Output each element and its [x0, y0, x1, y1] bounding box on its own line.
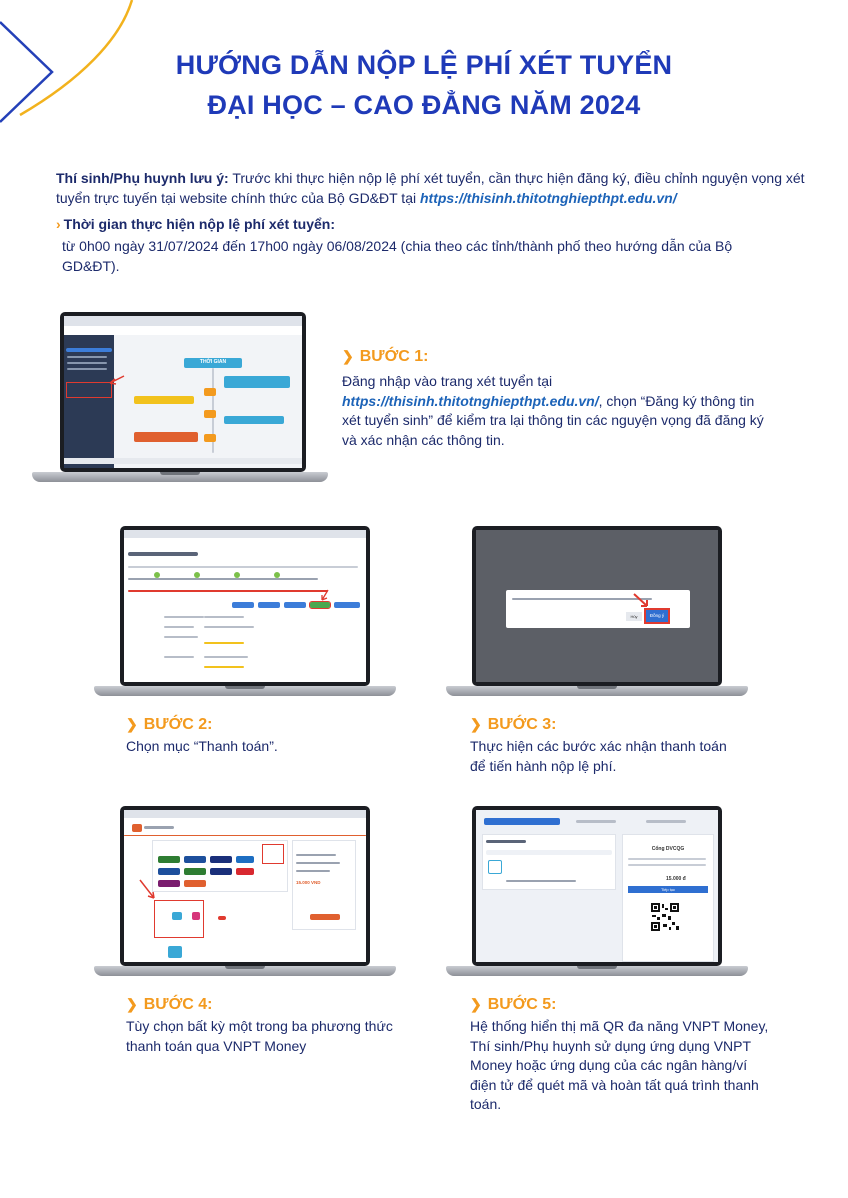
- step-1-link[interactable]: https://thisinh.thitotnghiepthpt.edu.vn/: [342, 392, 599, 409]
- qr-code-icon: [650, 902, 680, 932]
- step-2-text: Chọn mục “Thanh toán”.: [126, 738, 278, 754]
- step-3-heading: ❯BƯỚC 3:: [470, 716, 557, 733]
- continue-button[interactable]: Tiếp tục: [628, 886, 708, 893]
- notice-text: Trước khi thực hiện nộp lệ phí xét tuyển…: [56, 170, 805, 206]
- confirm-button[interactable]: Đồng ý: [644, 608, 670, 624]
- corner-decoration: [0, 0, 134, 123]
- notice-link[interactable]: https://thisinh.thitotnghiepthpt.edu.vn/: [420, 190, 677, 206]
- timeline-banner: THỜI GIAN: [199, 359, 227, 365]
- step-1-text-before: Đăng nhập vào trang xét tuyển tại: [342, 373, 553, 389]
- step-3-text: Thực hiện các bước xác nhận thanh toán đ…: [470, 738, 727, 774]
- step-5-text: Hệ thống hiển thị mã QR đa năng VNPT Mon…: [470, 1018, 769, 1112]
- laptop-step-5: Cổng DVCQG 15.000 đ Tiếp tục: [446, 806, 748, 982]
- time-heading: ›Thời gian thực hiện nộp lệ phí xét tuyể…: [56, 216, 335, 232]
- laptop-step-3: Hủy Đồng ý: [446, 526, 748, 702]
- step-1-text-after: , chọn “Đăng ký thông tin xét tuyển sinh…: [342, 392, 764, 448]
- cancel-button[interactable]: Hủy: [626, 612, 642, 621]
- step-2-heading: ❯BƯỚC 2:: [126, 716, 213, 733]
- time-text: từ 0h00 ngày 31/07/2024 đến 17h00 ngày 0…: [62, 238, 733, 274]
- screenshot-step-3: Hủy Đồng ý: [476, 530, 718, 682]
- page-title-line-1: HƯỚNG DẪN NỘP LỆ PHÍ XÉT TUYỂN: [175, 50, 673, 80]
- screenshot-step-1: THỜI GIAN: [64, 316, 302, 468]
- notice-label: Thí sinh/Phụ huynh lưu ý:: [56, 170, 229, 186]
- qr-amount: 15.000 đ: [666, 876, 686, 882]
- laptop-step-2: [94, 526, 396, 702]
- notice-paragraph: Thí sinh/Phụ huynh lưu ý: Trước khi thực…: [56, 168, 816, 208]
- chevron-right-icon: ❯: [342, 348, 354, 364]
- laptop-step-4: 15.000 VND: [94, 806, 396, 982]
- laptop-step-1: THỜI GIAN: [32, 312, 328, 488]
- step-1-heading: ❯BƯỚC 1:: [342, 348, 429, 365]
- time-label: Thời gian thực hiện nộp lệ phí xét tuyển…: [63, 216, 335, 232]
- chevron-right-icon: ❯: [470, 716, 482, 732]
- arrow-icon: ›: [56, 216, 61, 232]
- step-5-heading: ❯BƯỚC 5:: [470, 996, 557, 1013]
- screenshot-step-5: Cổng DVCQG 15.000 đ Tiếp tục: [476, 810, 718, 962]
- chevron-right-icon: ❯: [126, 716, 138, 732]
- page-title-line-2: ĐẠI HỌC – CAO ĐẲNG NĂM 2024: [207, 90, 641, 120]
- chevron-right-icon: ❯: [126, 996, 138, 1012]
- screenshot-step-4: 15.000 VND: [124, 810, 366, 962]
- step-4-text: Tùy chọn bất kỳ một trong ba phương thức…: [126, 1018, 393, 1054]
- merchant-name: Cổng DVCQG: [651, 846, 685, 852]
- chevron-right-icon: ❯: [470, 996, 482, 1012]
- payment-amount: 15.000 VND: [296, 880, 321, 885]
- step-1-text: Đăng nhập vào trang xét tuyển tại https:…: [342, 372, 772, 450]
- screenshot-step-2: [124, 530, 366, 682]
- step-4-heading: ❯BƯỚC 4:: [126, 996, 213, 1013]
